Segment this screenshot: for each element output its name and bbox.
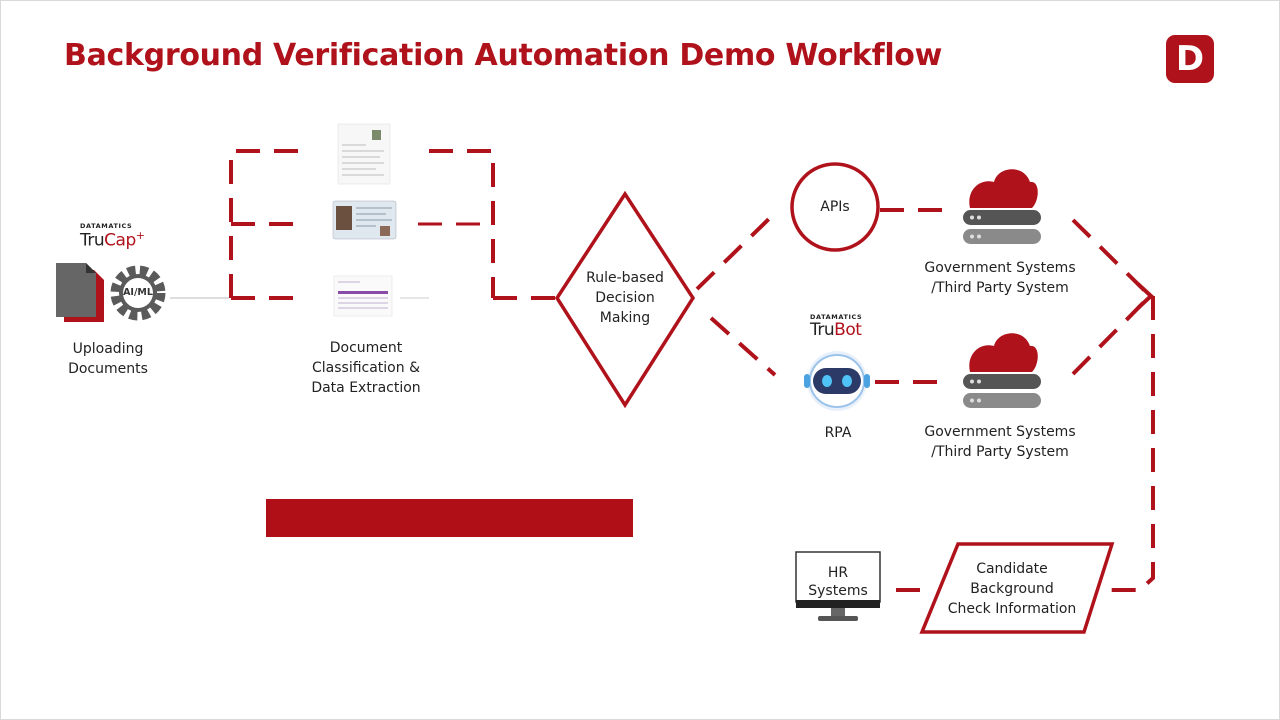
trucap-prefix: Tru (80, 230, 105, 251)
trucap-brand: DATAMATICS TruCap+ (80, 222, 145, 251)
connector-lines (229, 149, 1155, 592)
merge-arrow (1136, 282, 1154, 310)
cloud-server-icon-top (963, 169, 1041, 244)
id-card-thumbnail (332, 200, 397, 240)
trucap-mark: + (135, 229, 145, 242)
gov-bottom-to-merge (1071, 294, 1152, 376)
merge-to-candidate (1100, 296, 1155, 592)
trubot-brand: DATAMATICS TruBot (810, 313, 862, 340)
trubot-suffix: Bot (834, 320, 862, 340)
robot-icon (804, 351, 870, 411)
document-icon (56, 263, 104, 322)
decision-to-apis (695, 211, 777, 291)
slide-title: Background Verification Automation Demo … (64, 38, 943, 73)
branch-right-top (429, 149, 495, 298)
trucap-vendor: DATAMATICS (80, 222, 133, 230)
candidate-parallelogram (919, 542, 1115, 634)
datamatics-logo: D (1166, 35, 1214, 83)
trubot-vendor: DATAMATICS (810, 313, 863, 321)
apis-circle (790, 162, 880, 252)
branch-left-top (229, 149, 305, 298)
rpa-label: RPA (824, 425, 852, 441)
monitor-icon (795, 551, 881, 621)
gov-top-to-merge (1071, 218, 1152, 298)
cloud-server-icon-bottom (963, 333, 1041, 408)
decision-diamond (554, 190, 696, 409)
decision-to-rpa (709, 316, 777, 377)
invoice-thumbnail (333, 275, 393, 317)
trubot-prefix: Tru (810, 320, 835, 340)
gov-systems-bottom-label: Government Systems/Third Party System (924, 424, 1076, 460)
trucap-suffix: Cap (104, 230, 136, 251)
gov-systems-top-label: Government Systems/Third Party System (924, 260, 1076, 296)
apis-label: APIs (820, 199, 850, 215)
caption-bar (266, 499, 633, 537)
gear-icon (110, 265, 166, 321)
form-document-thumbnail (337, 123, 391, 185)
ai-ml-badge: AI/ML (123, 287, 153, 298)
